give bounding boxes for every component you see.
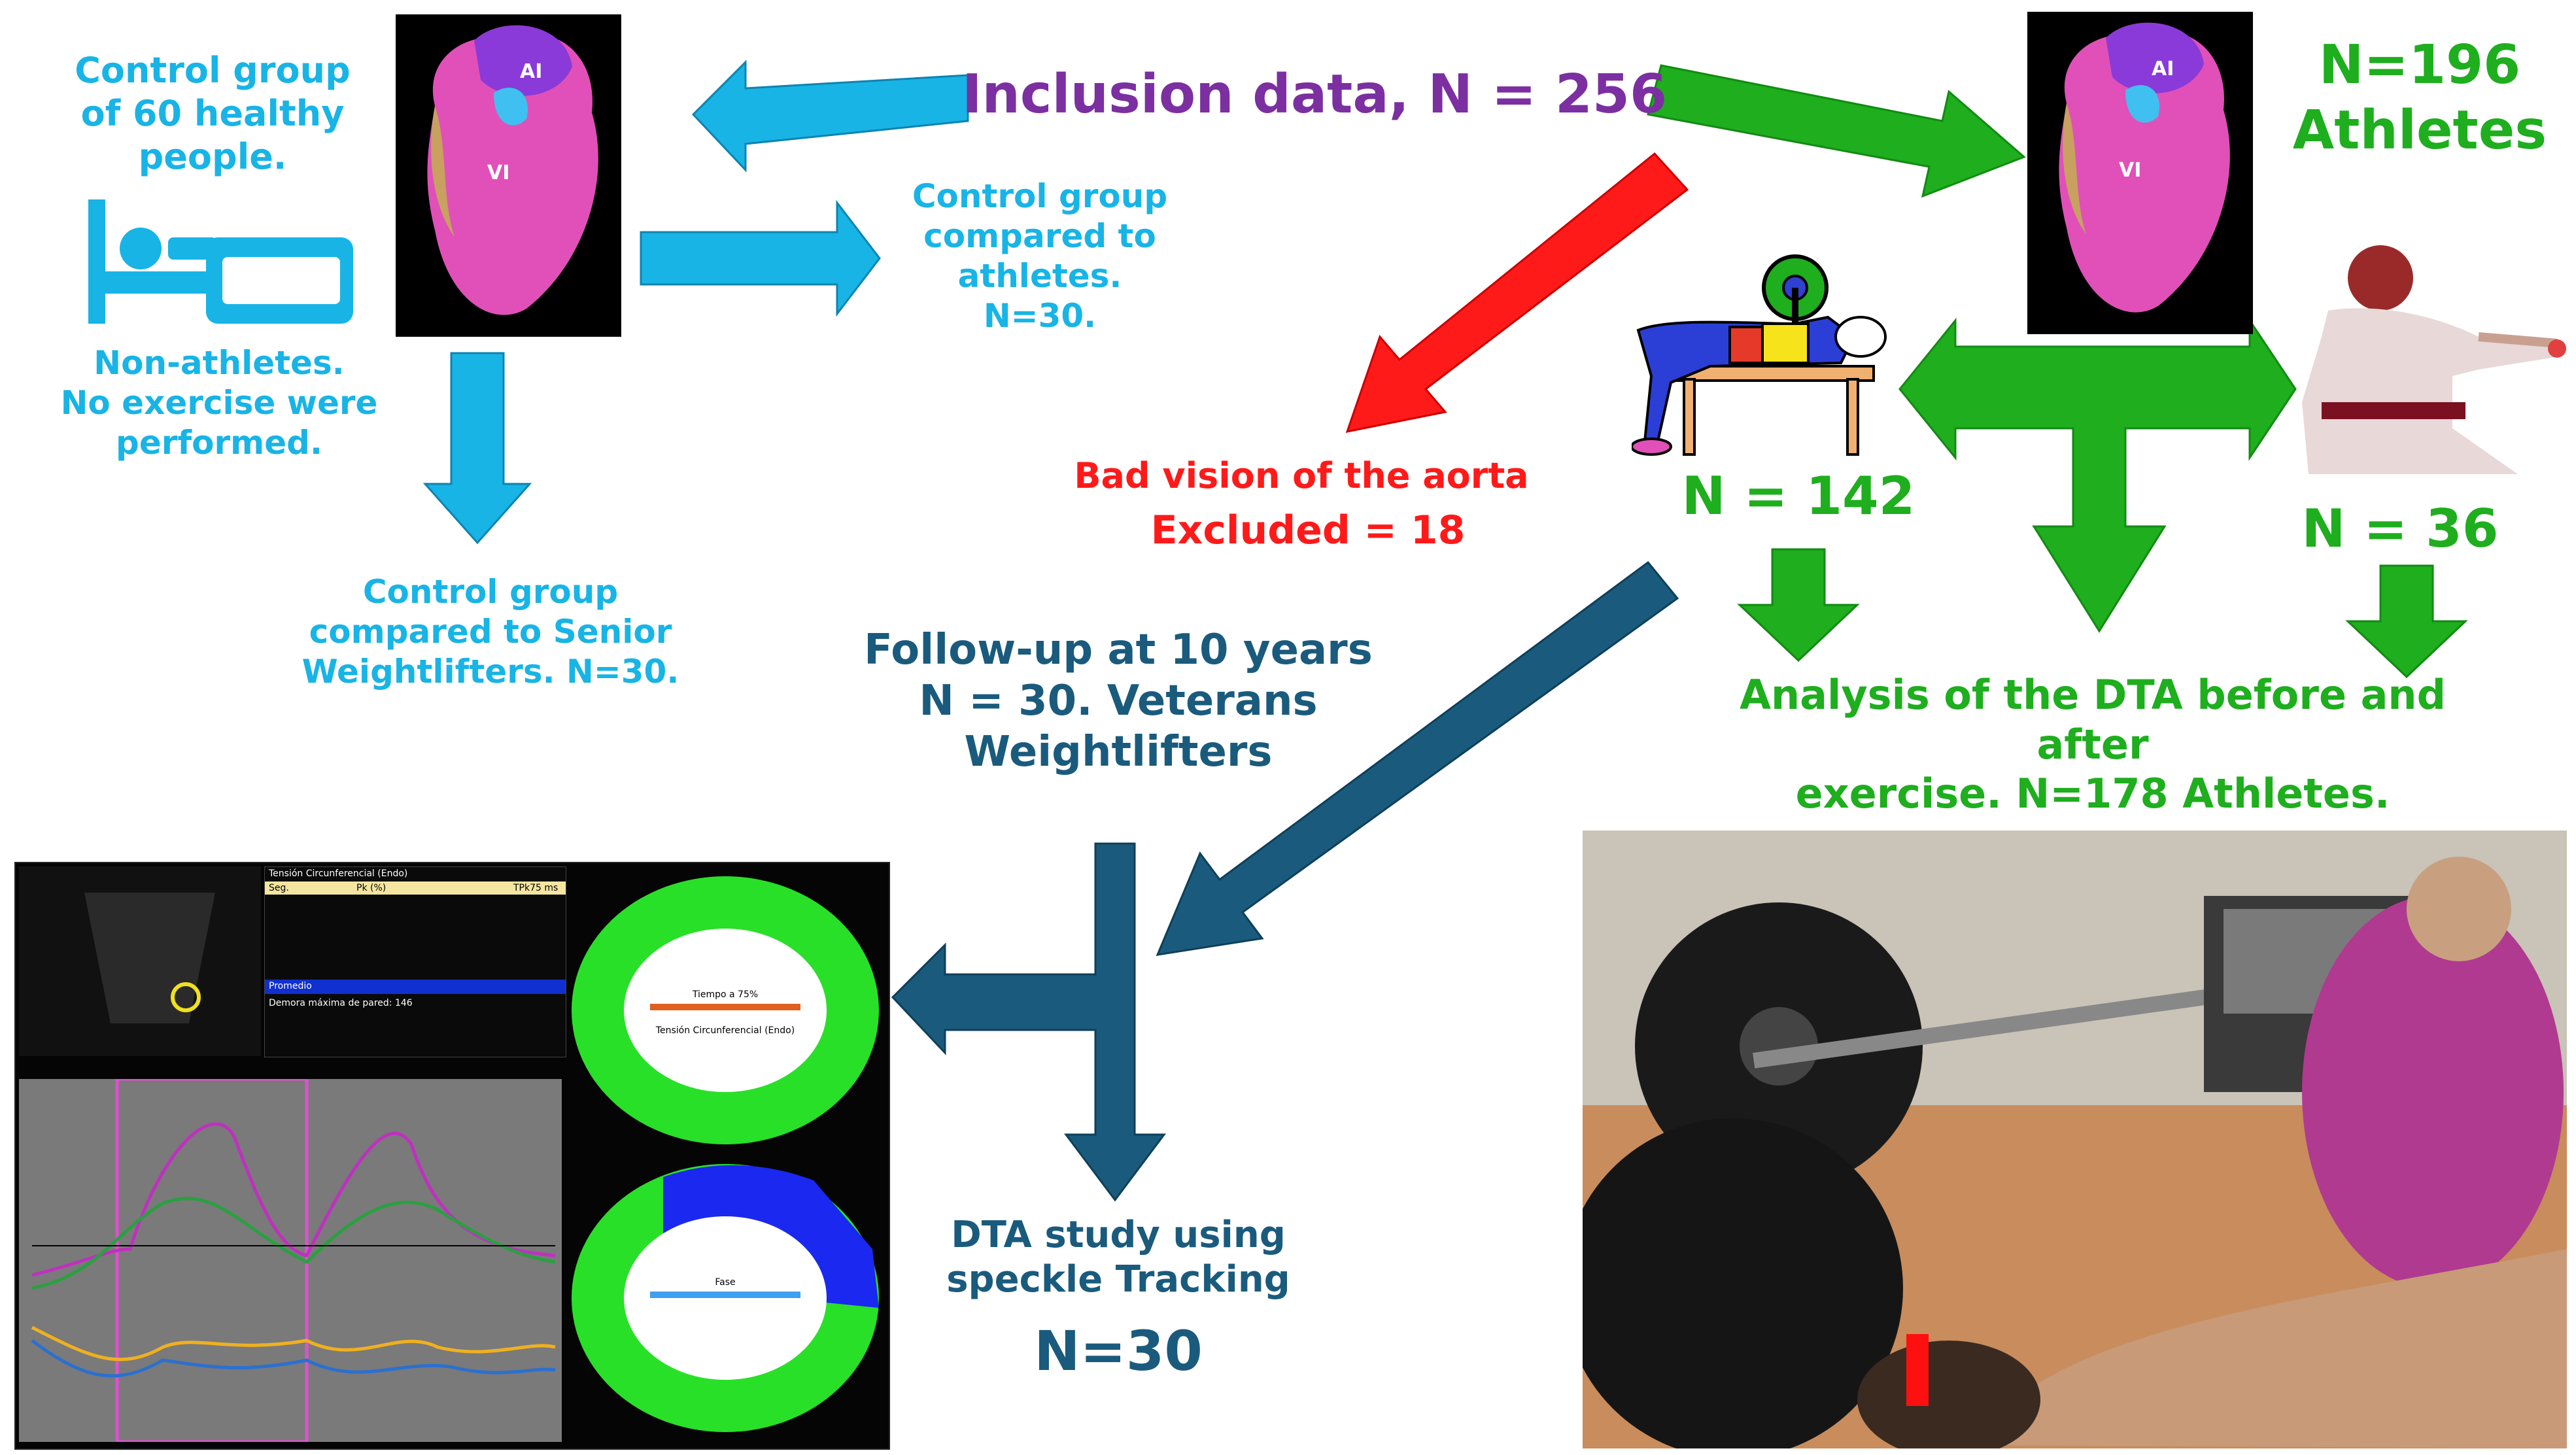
arrow-control-to-seniors (422, 352, 532, 545)
bench-press-weightlifter-icon (1632, 254, 1887, 456)
ring1-title: Tiempo a 75% (692, 989, 758, 1000)
dta-study-label: DTA study using speckle Tracking (946, 1214, 1290, 1301)
control-group-label: Control group of 60 healthy people. (75, 50, 351, 177)
dta-study-n-label: N=30 (1034, 1319, 1203, 1383)
arrow-inclusion-to-athletes (1647, 64, 2026, 198)
table-col-seg: Seg. (269, 883, 289, 893)
followup-label: Follow-up at 10 years N = 30. Veterans W… (864, 626, 1373, 777)
karate-athlete-image (2302, 245, 2566, 474)
arrow-control-to-athletes-compare (640, 199, 881, 317)
ring1-subtitle: Tensión Circunferencial (Endo) (655, 1025, 795, 1036)
speckle-tracking-panel: Tensión Circunferencial (Endo) Seg. Pk (… (14, 862, 890, 1450)
heart-image-control: AI VI (396, 14, 621, 337)
heart-vi-label: VI (2119, 159, 2142, 182)
non-athletes-label: Non-athletes. No exercise were performed… (60, 344, 378, 462)
excluded-count-label: Excluded = 18 (1150, 507, 1466, 553)
table-col-pk: Pk (%) (356, 883, 386, 893)
heart-image-athletes: AI VI (2027, 12, 2253, 334)
arrow-followup-split (891, 842, 1166, 1202)
table-promedio: Promedio (269, 981, 312, 991)
arrow-weightlifters-to-analysis (1737, 548, 1860, 662)
bullseye-time-to-peak: Tiempo a 75% Tensión Circunferencial (En… (572, 876, 879, 1144)
heart-vi-label: VI (487, 162, 510, 184)
gym-echo-photo (1583, 830, 2567, 1448)
table-col-tpk: TPk75 ms (513, 883, 558, 893)
arrow-inclusion-to-control (691, 60, 969, 173)
table-title: Tensión Circunferencial (Endo) (269, 868, 408, 879)
arrow-inclusion-to-excluded (1345, 152, 1689, 433)
analysis-label: Analysis of the DTA before and after exe… (1740, 671, 2446, 818)
karate-n-label: N = 36 (2301, 498, 2499, 559)
excluded-reason-label: Bad vision of the aorta (1074, 455, 1529, 496)
ring2-title: Fase (715, 1277, 735, 1288)
arrow-weightlifters-to-followup (1156, 560, 1679, 956)
table-demora: Demora máxima de pared: 146 (269, 998, 413, 1008)
segment-table: Tensión Circunferencial (Endo) Seg. Pk (… (264, 866, 566, 1057)
control-vs-seniors-label: Control group compared to Senior Weightl… (301, 573, 679, 691)
weightlifters-n-label: N = 142 (1681, 466, 1915, 526)
inclusion-label: Inclusion data, N = 256 (961, 63, 1667, 126)
heart-ai-label: AI (2152, 58, 2174, 80)
ultrasound-view (19, 866, 261, 1056)
strain-curves-plot (19, 1077, 562, 1444)
control-vs-athletes-label: Control group compared to athletes. N=30… (912, 177, 1168, 335)
athletes-total-label: N=196 Athletes (2292, 34, 2547, 162)
bed-icon (88, 199, 353, 324)
aorta-marker (1906, 1334, 1929, 1406)
arrow-karate-to-analysis (2345, 564, 2468, 679)
heart-ai-label: AI (520, 60, 543, 83)
bullseye-phase: Fase (572, 1164, 879, 1432)
arrow-athletes-split (1898, 317, 2297, 633)
